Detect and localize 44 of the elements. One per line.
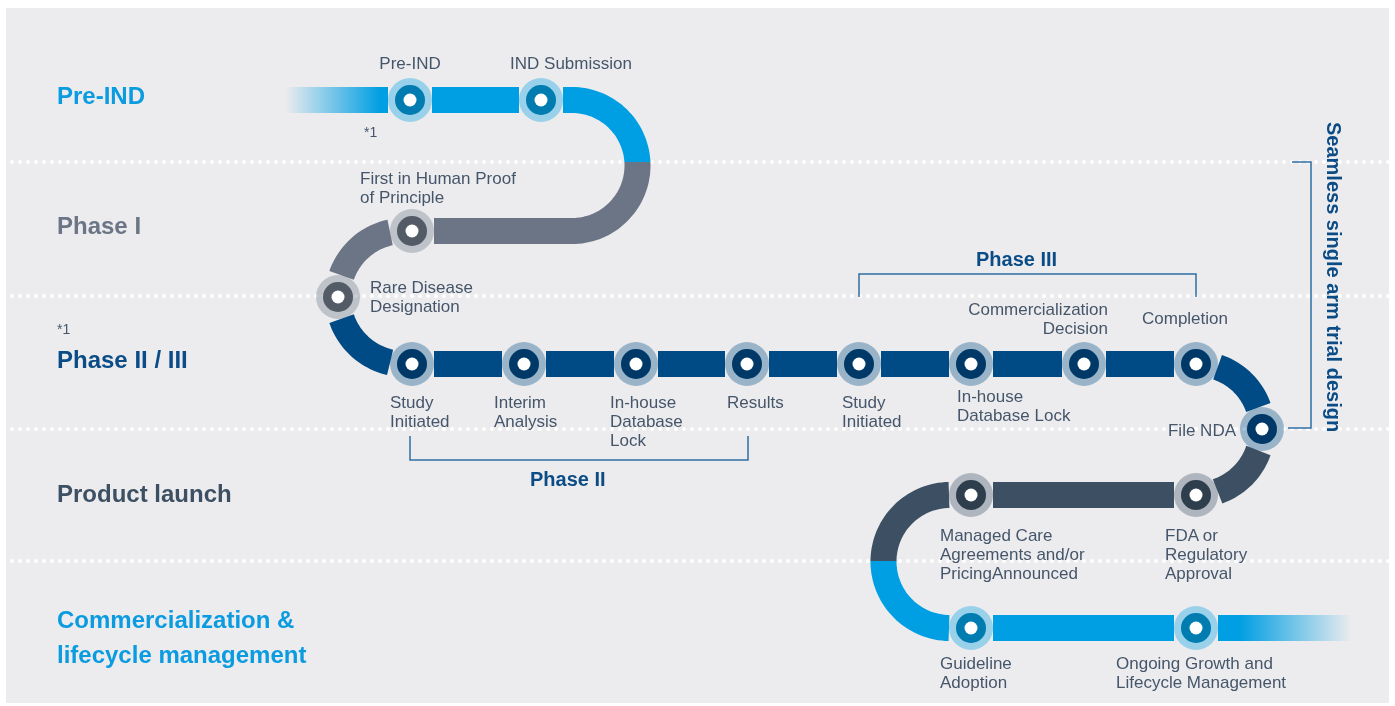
milestone-label: Study Initiated	[842, 393, 903, 431]
milestone-label: Pre-IND	[378, 54, 442, 73]
milestone-marker	[1174, 606, 1218, 650]
bracket-label: Seamless single arm trial design	[1322, 122, 1345, 433]
stage-heading: Pre-IND	[57, 82, 146, 110]
milestone-marker	[614, 342, 658, 386]
stage-heading: Phase II / III	[57, 346, 188, 374]
milestone-marker	[390, 342, 434, 386]
milestone-label: Managed Care Agreements and/or PricingAnnounced	[940, 526, 1086, 583]
bracket-label: Phase III	[976, 248, 1058, 271]
milestone-marker	[1174, 342, 1218, 386]
milestone-label: Study Initiated	[390, 393, 451, 431]
stage-heading: Commercialization & lifecycle management	[57, 605, 308, 670]
milestone-marker	[725, 342, 769, 386]
footnote-mark: *1	[57, 321, 71, 337]
milestone-marker	[390, 209, 434, 253]
milestone-marker	[837, 342, 881, 386]
milestone-label: In-house Database Lock	[957, 387, 1072, 425]
stage-heading: Phase I	[57, 212, 142, 240]
milestone-label: Completion	[1142, 309, 1229, 328]
footnote-mark: *1	[364, 124, 378, 140]
milestone-label: Ongoing Growth and Lifecycle Management	[1116, 654, 1288, 692]
milestone-label: Rare Disease Designation	[370, 278, 474, 316]
milestone-label: Guideline Adoption	[940, 654, 1013, 692]
milestone-label: Results	[727, 393, 785, 412]
milestone-marker	[1062, 342, 1106, 386]
milestone-marker	[519, 78, 563, 122]
milestone-marker	[949, 342, 993, 386]
milestone-label: Commercialization Decision	[967, 300, 1108, 338]
milestone-marker	[316, 275, 360, 319]
milestone-marker	[949, 606, 993, 650]
milestone-label: File NDA	[1167, 421, 1236, 440]
bracket-label: Phase II	[530, 468, 606, 491]
milestone-label: First in Human Proof of Principle	[360, 169, 517, 207]
milestone-label: FDA or Regulatory Approval	[1165, 526, 1249, 583]
stage-heading: Product launch	[57, 480, 232, 508]
milestone-marker	[502, 342, 546, 386]
milestone-label: Interim Analysis	[494, 393, 559, 431]
milestone-marker	[1174, 473, 1218, 517]
milestone-label: In-house Database Lock	[610, 393, 684, 450]
milestone-marker	[949, 473, 993, 517]
milestone-label: IND Submission	[509, 54, 633, 73]
milestone-marker	[1240, 407, 1284, 451]
milestone-marker	[388, 78, 432, 122]
